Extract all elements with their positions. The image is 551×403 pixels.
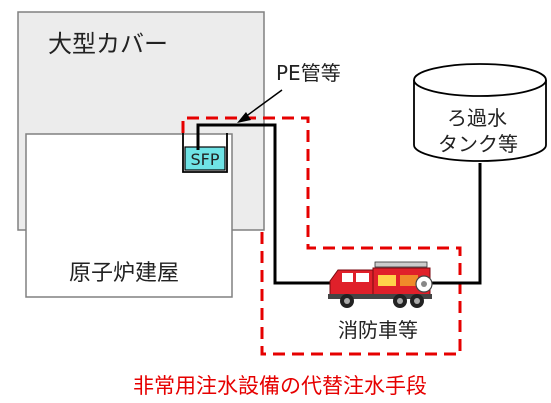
filtered-water-tank — [413, 63, 547, 162]
fire-truck-label: 消防車等 — [338, 318, 418, 342]
sfp-label: SFP — [190, 150, 219, 169]
large-cover-label: 大型カバー — [48, 30, 168, 58]
tank-supply-pipe — [430, 163, 482, 285]
tank-label-line2: タンク等 — [438, 132, 518, 156]
pointer-arrow-icon — [237, 89, 283, 123]
diagram-caption: 非常用注水設備の代替注水手段 — [133, 374, 427, 398]
sfp-pool-outline — [182, 133, 228, 173]
fire-truck-icon — [328, 261, 433, 308]
reactor-building-label: 原子炉建屋 — [69, 261, 179, 286]
alternative-route-frame — [181, 116, 462, 356]
tank-label-line1: ろ過水 — [447, 106, 507, 130]
sfp-water — [184, 146, 226, 171]
pe-pipe-line — [196, 123, 330, 285]
pe-pipe-label: PE管等 — [276, 61, 341, 85]
